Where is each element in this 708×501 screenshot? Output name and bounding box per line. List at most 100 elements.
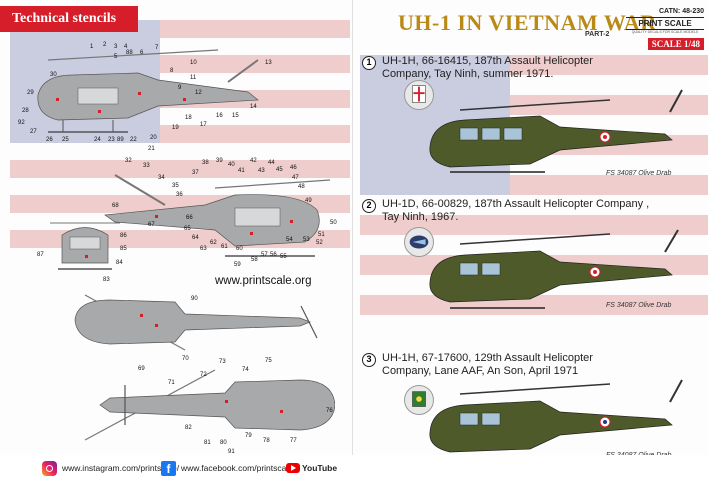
entry-3-number: 3 <box>362 353 376 367</box>
callout: 59 <box>234 262 241 268</box>
callout: 23 <box>108 137 115 143</box>
catalog-number: CATN: 48-230 <box>659 8 704 15</box>
entry-3-text: UH-1H, 67-17600, 129th Assault Helicopte… <box>382 352 593 378</box>
callout: 88 <box>126 50 133 56</box>
instagram-link[interactable]: www.instagram.com/printscale/ <box>62 463 180 473</box>
unit-insignia-3 <box>404 385 434 415</box>
callout: 43 <box>258 168 265 174</box>
callout: 29 <box>27 90 34 96</box>
callout: 75 <box>265 358 272 364</box>
entry-1-text: UH-1H, 66-16415, 187th Assault Helicopte… <box>382 55 593 81</box>
callout: 5 <box>114 54 118 60</box>
stencil-top-view <box>74 294 318 351</box>
callout: 40 <box>228 162 235 168</box>
callout: 63 <box>200 246 207 252</box>
youtube-link[interactable]: YouTube <box>302 463 338 473</box>
callout: 11 <box>190 75 197 81</box>
callout: 19 <box>172 125 179 131</box>
entry-2-color-note: FS 34087 Olive Drab <box>606 302 672 309</box>
callout: 58 <box>251 257 258 263</box>
callout: 6 <box>140 50 144 56</box>
callout: 55 <box>280 254 287 260</box>
callout: 79 <box>245 433 252 439</box>
callout: 57 <box>261 252 268 258</box>
panel-divider <box>352 0 353 455</box>
website-url[interactable]: www.printscale.org <box>215 275 312 287</box>
callout: 80 <box>220 440 227 446</box>
callout: 20 <box>150 135 157 141</box>
callout: 25 <box>62 137 69 143</box>
callout: 21 <box>148 146 155 152</box>
callout: 15 <box>232 113 239 119</box>
callout: 87 <box>37 252 44 258</box>
callout: 52 <box>316 240 323 246</box>
callout: 24 <box>94 137 101 143</box>
callout: 83 <box>103 277 110 283</box>
callout: 1 <box>90 44 94 50</box>
callout: 69 <box>138 366 145 372</box>
callout: 49 <box>305 198 312 204</box>
callout: 17 <box>200 122 207 128</box>
callout: 67 <box>148 222 155 228</box>
callout: 47 <box>292 175 299 181</box>
uh1h-profile-1 <box>429 89 683 173</box>
callout: 54 <box>286 237 293 243</box>
entry-2-line1: UH-1D, 66-00829, 187th Assault Helicopte… <box>382 198 650 210</box>
uh1h-profile-3 <box>429 379 683 459</box>
callout: 73 <box>219 359 226 365</box>
callout: 36 <box>176 192 183 198</box>
callout: 14 <box>250 104 257 110</box>
stencil-side-view-1 <box>37 49 259 133</box>
callout: 33 <box>143 163 150 169</box>
uh1d-profile-2 <box>429 229 679 309</box>
callout: 70 <box>182 356 189 362</box>
callout: 56 <box>270 252 277 258</box>
callout: 86 <box>120 233 127 239</box>
callout: 8 <box>170 68 174 74</box>
callout: 7 <box>155 45 159 51</box>
callout: 9 <box>178 85 182 91</box>
callout: 12 <box>195 90 202 96</box>
part-label: PART-2 <box>585 31 610 38</box>
unit-insignia-2 <box>404 227 434 257</box>
callout: 22 <box>130 137 137 143</box>
callout: 44 <box>268 160 275 166</box>
callout: 28 <box>22 108 29 114</box>
entry-1-line1: UH-1H, 66-16415, 187th Assault Helicopte… <box>382 55 593 67</box>
callout: 62 <box>210 240 217 246</box>
callout: 13 <box>265 60 272 66</box>
callout: 45 <box>276 167 283 173</box>
stencil-side-view-2 <box>104 174 331 257</box>
callout: 77 <box>290 438 297 444</box>
callout: 3 <box>114 44 118 50</box>
callout: 16 <box>216 113 223 119</box>
technical-stencils-tab: Technical stencils <box>0 6 138 32</box>
callout: 61 <box>221 244 228 250</box>
callout: 34 <box>158 175 165 181</box>
callout: 41 <box>238 168 245 174</box>
callout: 66 <box>186 215 193 221</box>
callout: 35 <box>172 183 179 189</box>
callout: 90 <box>191 296 198 302</box>
callout: 48 <box>298 184 305 190</box>
instagram-icon[interactable] <box>42 461 57 476</box>
entry-1-number: 1 <box>362 56 376 70</box>
callout: 10 <box>190 60 197 66</box>
callout: 78 <box>263 438 270 444</box>
callout: 85 <box>120 246 127 252</box>
callout: 38 <box>202 160 209 166</box>
callout: 37 <box>192 170 199 176</box>
facebook-icon[interactable]: f <box>161 461 176 476</box>
callout: 26 <box>46 137 53 143</box>
brand-tagline: QUALITY DECALS FOR SCALE MODELS <box>631 30 699 34</box>
callout: 4 <box>124 44 128 50</box>
youtube-icon[interactable] <box>286 463 300 473</box>
callout: 68 <box>112 203 119 209</box>
callout: 50 <box>330 220 337 226</box>
entry-1-line2: Company, Tay Ninh, summer 1971. <box>382 68 554 80</box>
facebook-link[interactable]: www.facebook.com/printscale/ <box>181 463 296 473</box>
callout: 91 <box>228 449 235 455</box>
callout: 76 <box>326 408 333 414</box>
brand-logo: PRINT SCALE <box>626 17 704 30</box>
entry-2-number: 2 <box>362 199 376 213</box>
